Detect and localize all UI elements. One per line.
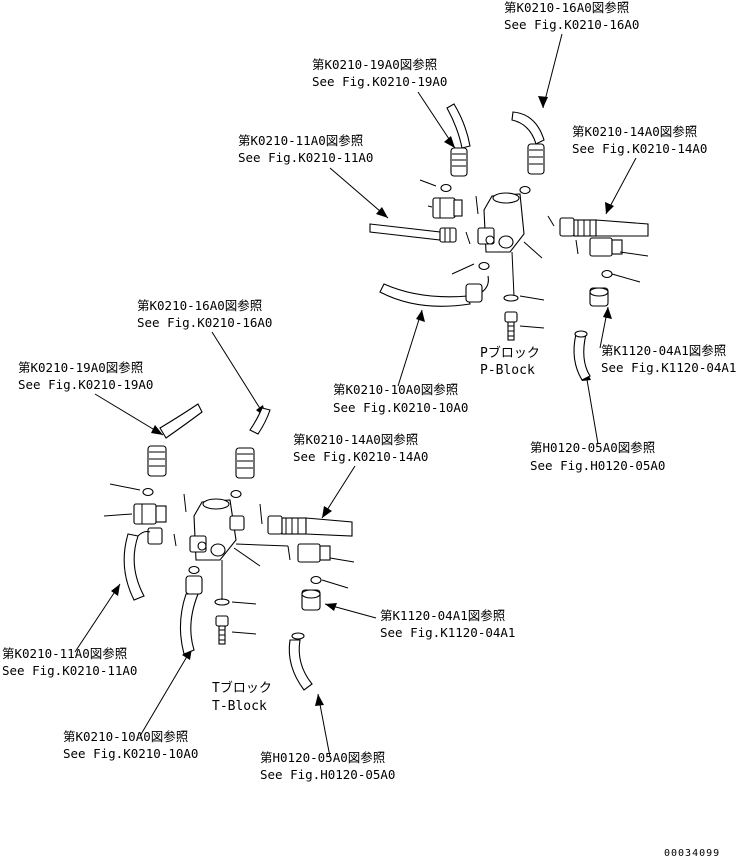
callout-en: See Fig.K0210-19A0 bbox=[18, 377, 153, 392]
callout-en: See Fig.K0210-16A0 bbox=[137, 315, 272, 330]
callout-jp: 第K0210-19A0図参照 bbox=[18, 360, 143, 375]
hose-p-05a0 bbox=[573, 333, 591, 381]
callout-jp: 第K0210-10A0図参照 bbox=[333, 382, 458, 397]
hose-p-19a0 bbox=[446, 103, 471, 149]
callout-en: See Fig.K0210-16A0 bbox=[504, 17, 639, 32]
elbow-p-left bbox=[432, 197, 463, 219]
callout-en: See Fig.K1120-04A1 bbox=[601, 360, 736, 375]
callout-en: See Fig.K1120-04A1 bbox=[380, 625, 515, 640]
callout-jp: 第K0210-14A0図参照 bbox=[572, 124, 697, 139]
tee-t-right bbox=[297, 543, 331, 563]
tee-p-right bbox=[589, 237, 623, 257]
callout-t-14a0: 第K0210-14A0図参照 See Fig.K0210-14A0 bbox=[293, 432, 428, 464]
callout-jp: 第K0210-19A0図参照 bbox=[312, 57, 437, 72]
callout-en: See Fig.K0210-11A0 bbox=[2, 663, 137, 678]
callout-jp: 第K0210-11A0図参照 bbox=[2, 646, 127, 661]
callout-en: See Fig.H0120-05A0 bbox=[260, 767, 395, 782]
callout-t-19a0: 第K0210-19A0図参照 See Fig.K0210-19A0 bbox=[18, 360, 153, 392]
fitting-t-19a0 bbox=[147, 445, 167, 477]
p-block-body bbox=[477, 192, 525, 253]
callout-en: See Fig.H0120-05A0 bbox=[530, 458, 665, 473]
callout-en: See Fig.K0210-14A0 bbox=[293, 449, 428, 464]
callout-p-16a0: 第K0210-16A0図参照 See Fig.K0210-16A0 bbox=[504, 0, 639, 32]
callout-jp: 第K0210-16A0図参照 bbox=[504, 0, 629, 15]
t-block-title: Tブロック T-Block bbox=[212, 680, 272, 714]
callout-p-11a0: 第K0210-11A0図参照 See Fig.K0210-11A0 bbox=[238, 133, 373, 165]
p-block-assembly bbox=[369, 103, 649, 381]
hose-t-16a0 bbox=[249, 407, 271, 435]
fitting-p-16a0 bbox=[527, 143, 545, 175]
hose-t-11a0 bbox=[123, 533, 145, 601]
callout-jp: 第K0210-14A0図参照 bbox=[293, 432, 418, 447]
callout-en: See Fig.K0210-14A0 bbox=[572, 141, 707, 156]
callout-jp: 第K1120-04A1図参照 bbox=[601, 343, 726, 358]
adaptor-t-right bbox=[267, 515, 307, 535]
callout-p-10a0: 第K0210-10A0図参照 See Fig.K0210-10A0 bbox=[333, 382, 468, 415]
fitting-t-16a0 bbox=[235, 447, 255, 479]
callout-p-05a0: 第H0120-05A0図参照 See Fig.H0120-05A0 bbox=[530, 440, 665, 473]
callout-jp: 第H0120-05A0図参照 bbox=[260, 750, 385, 765]
p-block-en: P-Block bbox=[480, 363, 535, 378]
callout-jp: 第K0210-10A0図参照 bbox=[63, 729, 188, 744]
fitting-p-04a1 bbox=[589, 287, 609, 307]
callout-jp: 第H0120-05A0図参照 bbox=[530, 440, 655, 455]
t-block-body bbox=[189, 498, 245, 561]
t-block-assembly bbox=[103, 403, 355, 691]
callout-jp: 第K0210-16A0図参照 bbox=[137, 298, 262, 313]
fitting-p-19a0 bbox=[450, 147, 468, 177]
callout-en: See Fig.K0210-19A0 bbox=[312, 74, 447, 89]
callout-t-10a0: 第K0210-10A0図参照 See Fig.K0210-10A0 bbox=[63, 729, 198, 761]
elbow-t-left bbox=[133, 503, 167, 525]
fitting-t-04a1 bbox=[301, 589, 321, 611]
hose-p-16a0 bbox=[511, 111, 545, 145]
callout-jp: 第K1120-04A1図参照 bbox=[380, 608, 505, 623]
callout-p-04a1: 第K1120-04A1図参照 See Fig.K1120-04A1 bbox=[601, 343, 736, 375]
callout-t-05a0: 第H0120-05A0図参照 See Fig.H0120-05A0 bbox=[260, 750, 395, 782]
callout-p-14a0: 第K0210-14A0図参照 See Fig.K0210-14A0 bbox=[572, 124, 707, 156]
t-block-en: T-Block bbox=[212, 699, 267, 714]
hose-t-05a0 bbox=[288, 639, 313, 691]
callout-p-19a0: 第K0210-19A0図参照 See Fig.K0210-19A0 bbox=[312, 57, 447, 89]
adaptor-p-right bbox=[559, 217, 597, 237]
p-block-title: Pブロック P-Block bbox=[480, 345, 540, 378]
callout-t-16a0: 第K0210-16A0図参照 See Fig.K0210-16A0 bbox=[137, 298, 272, 330]
hose-p-10a0 bbox=[379, 283, 471, 307]
drawing-number: 00034099 bbox=[664, 848, 720, 858]
callout-en: See Fig.K0210-10A0 bbox=[333, 400, 468, 415]
callout-jp: 第K0210-11A0図参照 bbox=[238, 133, 363, 148]
t-block-jp: Tブロック bbox=[212, 680, 272, 696]
callout-en: See Fig.K0210-10A0 bbox=[63, 746, 198, 761]
callout-t-04a1: 第K1120-04A1図参照 See Fig.K1120-04A1 bbox=[380, 608, 515, 640]
callout-en: See Fig.K0210-11A0 bbox=[238, 150, 373, 165]
hose-t-10a0 bbox=[179, 593, 199, 655]
p-block-jp: Pブロック bbox=[480, 345, 540, 361]
hose-t-19a0 bbox=[159, 403, 203, 439]
callout-t-11a0: 第K0210-11A0図参照 See Fig.K0210-11A0 bbox=[2, 646, 137, 678]
